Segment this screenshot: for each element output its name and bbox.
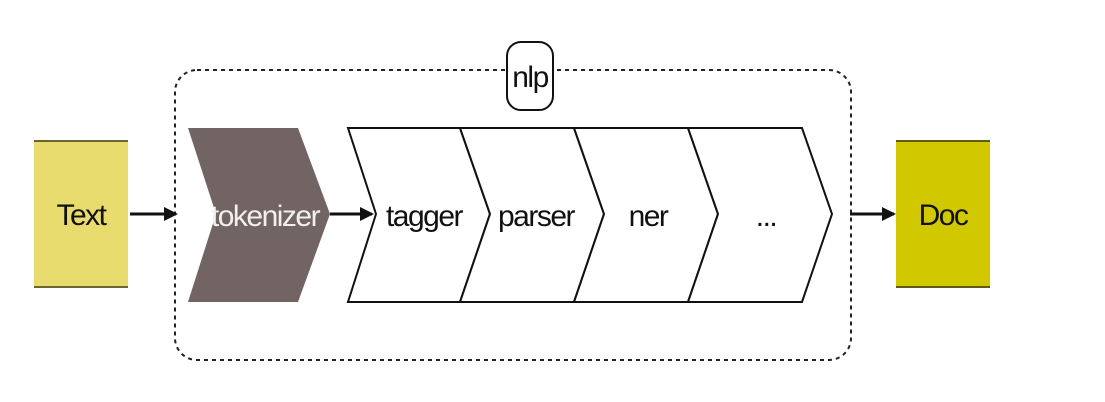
text-input-label: Text — [56, 199, 107, 232]
text-input-box: Text — [34, 140, 128, 288]
stage-ellipsis-label: ... — [756, 200, 777, 233]
doc-output-box: Doc — [896, 140, 990, 288]
nlp-label-pill: nlp — [506, 41, 554, 111]
stage-tokenizer-label: tokenizer — [211, 200, 321, 233]
stage-tagger: tagger — [346, 127, 492, 303]
stage-ner: ner — [572, 127, 720, 303]
stage-ner-label: ner — [629, 200, 669, 233]
stage-parser: parser — [458, 127, 606, 303]
stage-ellipsis: ... — [686, 127, 834, 303]
stage-tagger-label: tagger — [386, 200, 464, 233]
stage-tokenizer: tokenizer — [188, 128, 330, 302]
stage-parser-label: parser — [498, 200, 576, 233]
nlp-label: nlp — [512, 61, 548, 94]
doc-output-label: Doc — [919, 199, 969, 232]
